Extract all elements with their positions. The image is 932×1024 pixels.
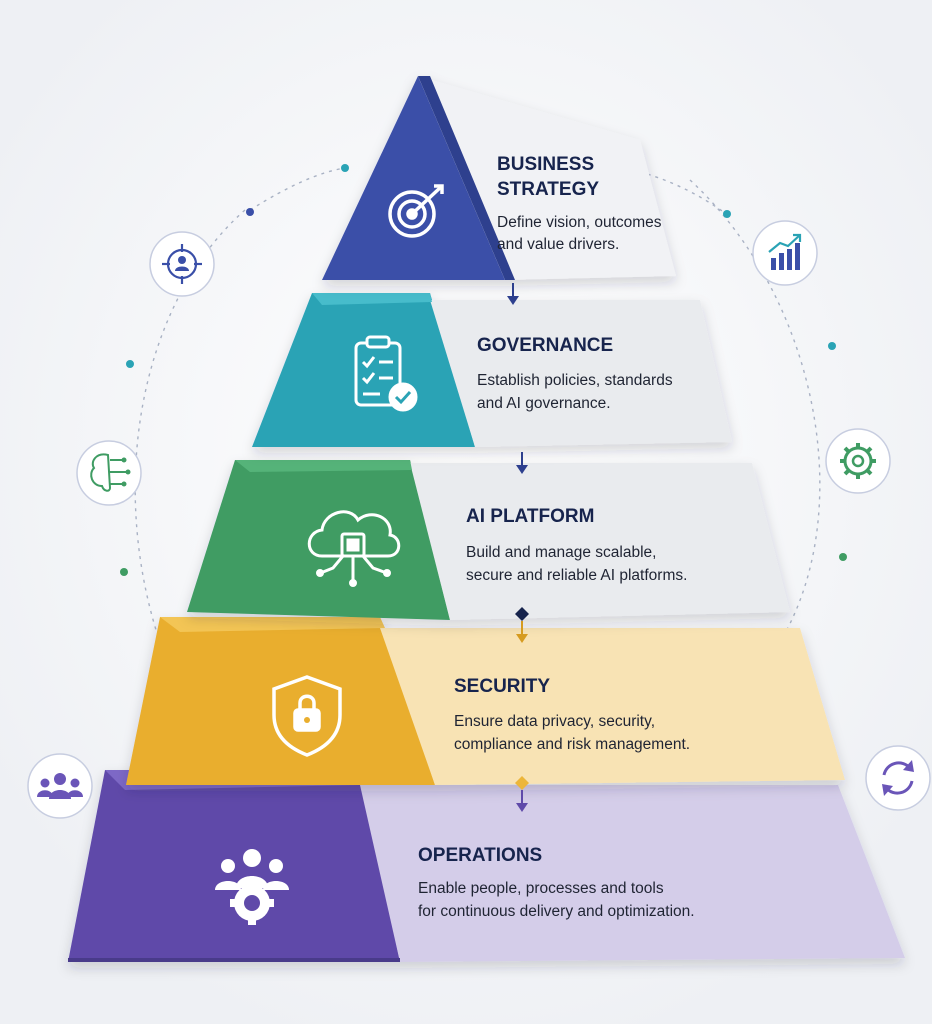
shield-lock-icon xyxy=(272,675,342,757)
tier-description: for continuous delivery and optimization… xyxy=(418,903,695,920)
tier-description: and value drivers. xyxy=(497,236,619,253)
tier-description: secure and reliable AI platforms. xyxy=(466,567,687,584)
tier-description: Build and manage scalable, xyxy=(466,544,656,561)
tier-title: OPERATIONS xyxy=(418,845,542,866)
growth-chart-icon xyxy=(752,220,818,286)
tier-text-operations: OPERATIONS Enable people, processes and … xyxy=(418,845,695,920)
connector-arrow-2 xyxy=(516,452,528,474)
connector-arrow-3 xyxy=(515,607,529,643)
gear-icon xyxy=(825,428,891,494)
refresh-cycle-icon xyxy=(865,745,931,811)
tier-description: Enable people, processes and tools xyxy=(418,880,664,897)
people-gear-icon xyxy=(215,849,289,925)
brain-circuit-icon xyxy=(76,440,142,506)
team-icon xyxy=(27,753,93,819)
tier-text-security: SECURITY Ensure data privacy, security, … xyxy=(454,676,690,753)
tier-text-governance: GOVERNANCE Establish policies, standards… xyxy=(477,335,673,412)
tier-title: GOVERNANCE xyxy=(477,335,613,356)
connector-arrow-4 xyxy=(515,776,529,812)
tier-title: AI PLATFORM xyxy=(466,506,594,527)
connector-arrow-1 xyxy=(507,283,519,305)
tier-description: compliance and risk management. xyxy=(454,736,690,753)
tier-title: BUSINESS xyxy=(497,154,594,175)
tier-description: Ensure data privacy, security, xyxy=(454,713,655,730)
tier-operations xyxy=(68,770,905,962)
tier-business-strategy xyxy=(322,76,676,280)
tier-title: STRATEGY xyxy=(497,179,599,200)
tier-description: Define vision, outcomes xyxy=(497,214,662,231)
tier-governance xyxy=(252,293,732,447)
tier-description: Establish policies, standards xyxy=(477,372,673,389)
tier-security xyxy=(126,617,845,785)
user-focus-icon xyxy=(149,231,215,297)
tier-text-business-strategy: BUSINESS STRATEGY Define vision, outcome… xyxy=(497,154,662,253)
tier-description: and AI governance. xyxy=(477,395,611,412)
clipboard-check-icon xyxy=(354,335,418,412)
cloud-chip-icon xyxy=(307,510,401,587)
tier-title: SECURITY xyxy=(454,676,550,697)
target-icon xyxy=(388,184,444,238)
tier-text-ai-platform: AI PLATFORM Build and manage scalable, s… xyxy=(466,506,687,584)
tier-connectors xyxy=(507,283,529,812)
tier-ai-platform xyxy=(187,460,790,620)
